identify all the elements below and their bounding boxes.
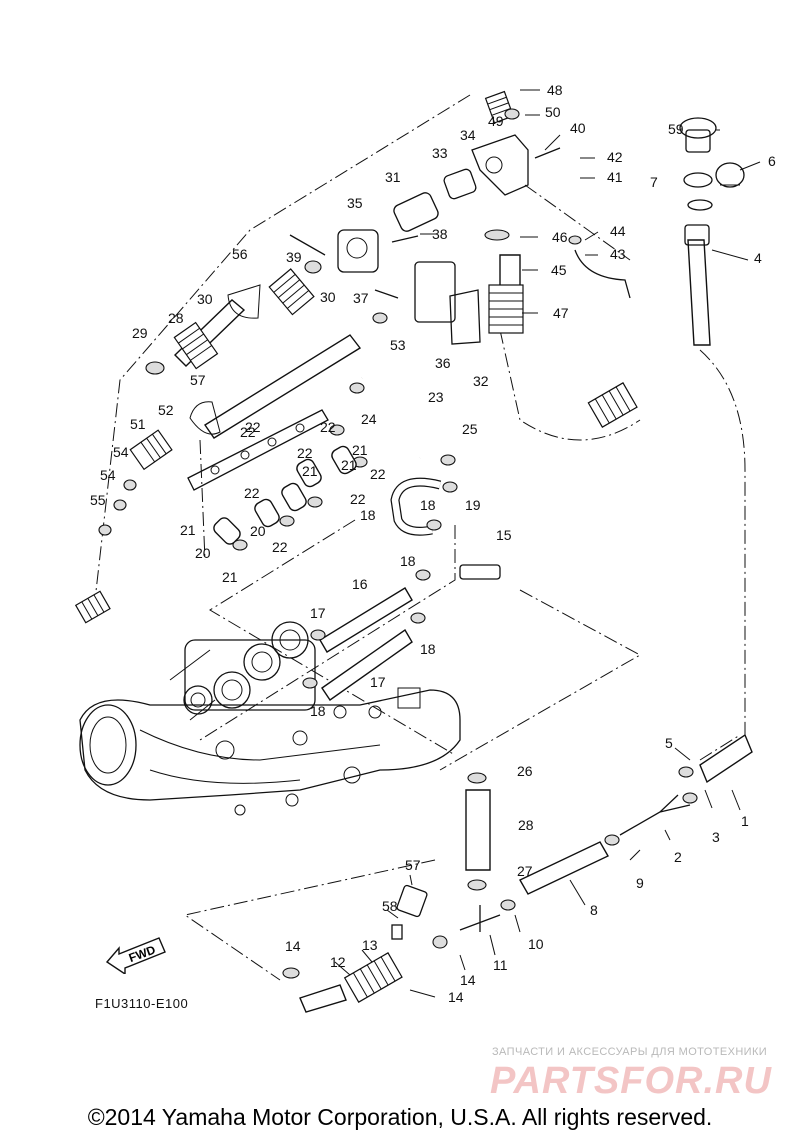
callout-17: 17 [310,605,326,621]
callout-39: 39 [286,249,302,265]
short-hoses [213,445,357,545]
callout-53: 53 [390,337,406,353]
callout-30: 30 [197,291,213,307]
figure-code: F1U3110-E100 [95,996,189,1011]
callout-33: 33 [432,145,448,161]
callout-55: 55 [90,492,106,508]
callout-14: 14 [285,938,301,954]
callout-34: 34 [460,127,476,143]
callout-21: 21 [341,457,357,473]
callout-15: 15 [496,527,512,543]
callout-46: 46 [552,229,568,245]
callout-22: 22 [370,466,386,482]
clamps [98,108,698,979]
callout-54: 54 [100,467,116,483]
callout-22: 22 [245,419,261,435]
callout-58: 58 [382,898,398,914]
callout-4: 4 [754,250,762,266]
fwd-arrow-icon: FWD [105,937,166,974]
callout-14: 14 [460,972,476,988]
callout-49: 49 [488,113,504,129]
callout-20: 20 [195,545,211,561]
throttle-bodies [169,621,316,721]
leader-lines [334,89,761,998]
callout-52: 52 [158,402,174,418]
callout-1: 1 [741,813,749,829]
callout-50: 50 [545,104,561,120]
callout-27: 27 [517,863,533,879]
callout-22: 22 [272,539,288,555]
callout-18: 18 [420,497,436,513]
callout-31: 31 [385,169,401,185]
watermark-tagline: ЗАПЧАСТИ И АКСЕССУАРЫ ДЛЯ МОТОТЕХНИКИ [492,1046,768,1058]
callout-37: 37 [353,290,369,306]
watermark-logo: PARTSFOR.RU [490,1060,772,1102]
callout-5: 5 [665,735,673,751]
callout-32: 32 [473,373,489,389]
callout-57: 57 [405,857,421,873]
copyright-notice: ©2014 Yamaha Motor Corporation, U.S.A. A… [87,1104,713,1130]
callout-57: 57 [190,372,206,388]
callout-30: 30 [320,289,336,305]
callout-21: 21 [180,522,196,538]
callout-23: 23 [428,389,444,405]
callout-41: 41 [607,169,623,185]
callout-48: 48 [547,82,563,98]
callout-44: 44 [610,223,626,239]
callout-19: 19 [465,497,481,513]
callout-29: 29 [132,325,148,341]
callout-26: 26 [517,763,533,779]
bellows-parts [74,90,638,1003]
manifold-assembly [79,621,461,816]
callout-54: 54 [113,444,129,460]
callout-3: 3 [712,829,720,845]
callout-38: 38 [432,226,448,242]
callout-18: 18 [400,553,416,569]
callout-21: 21 [352,442,368,458]
callout-28: 28 [518,817,534,833]
callout-9: 9 [636,875,644,891]
callout-22: 22 [240,424,256,440]
callout-6: 6 [768,153,776,169]
callout-18: 18 [360,507,376,523]
callout-8: 8 [590,902,598,918]
callout-20: 20 [250,523,266,539]
callout-47: 47 [553,305,569,321]
callout-36: 36 [435,355,451,371]
callout-11: 11 [493,957,508,973]
callout-42: 42 [607,149,623,165]
callout-14: 14 [448,989,464,1005]
callout-numbers: 1234567891011121314141415161717181818181… [90,82,776,1005]
callout-24: 24 [361,411,377,427]
callout-13: 13 [362,937,378,953]
callout-43: 43 [610,246,626,262]
components [187,117,745,940]
callout-12: 12 [330,954,346,970]
callout-7: 7 [650,174,658,190]
callout-35: 35 [347,195,363,211]
callout-28: 28 [168,310,184,326]
callout-59: 59 [668,121,684,137]
callout-45: 45 [551,262,567,278]
callout-16: 16 [352,576,368,592]
callout-22: 22 [350,491,366,507]
callout-22: 22 [244,485,260,501]
callout-21: 21 [302,463,318,479]
callout-22: 22 [320,419,336,435]
callout-10: 10 [528,936,544,952]
callout-17: 17 [370,674,386,690]
callout-18: 18 [420,641,436,657]
callout-22: 22 [297,445,313,461]
callout-51: 51 [130,416,146,432]
callout-56: 56 [232,246,248,262]
callout-21: 21 [222,569,238,585]
callout-2: 2 [674,849,682,865]
callout-25: 25 [462,421,478,437]
hoses [174,239,753,1013]
callout-40: 40 [570,120,586,136]
callout-18: 18 [310,703,326,719]
